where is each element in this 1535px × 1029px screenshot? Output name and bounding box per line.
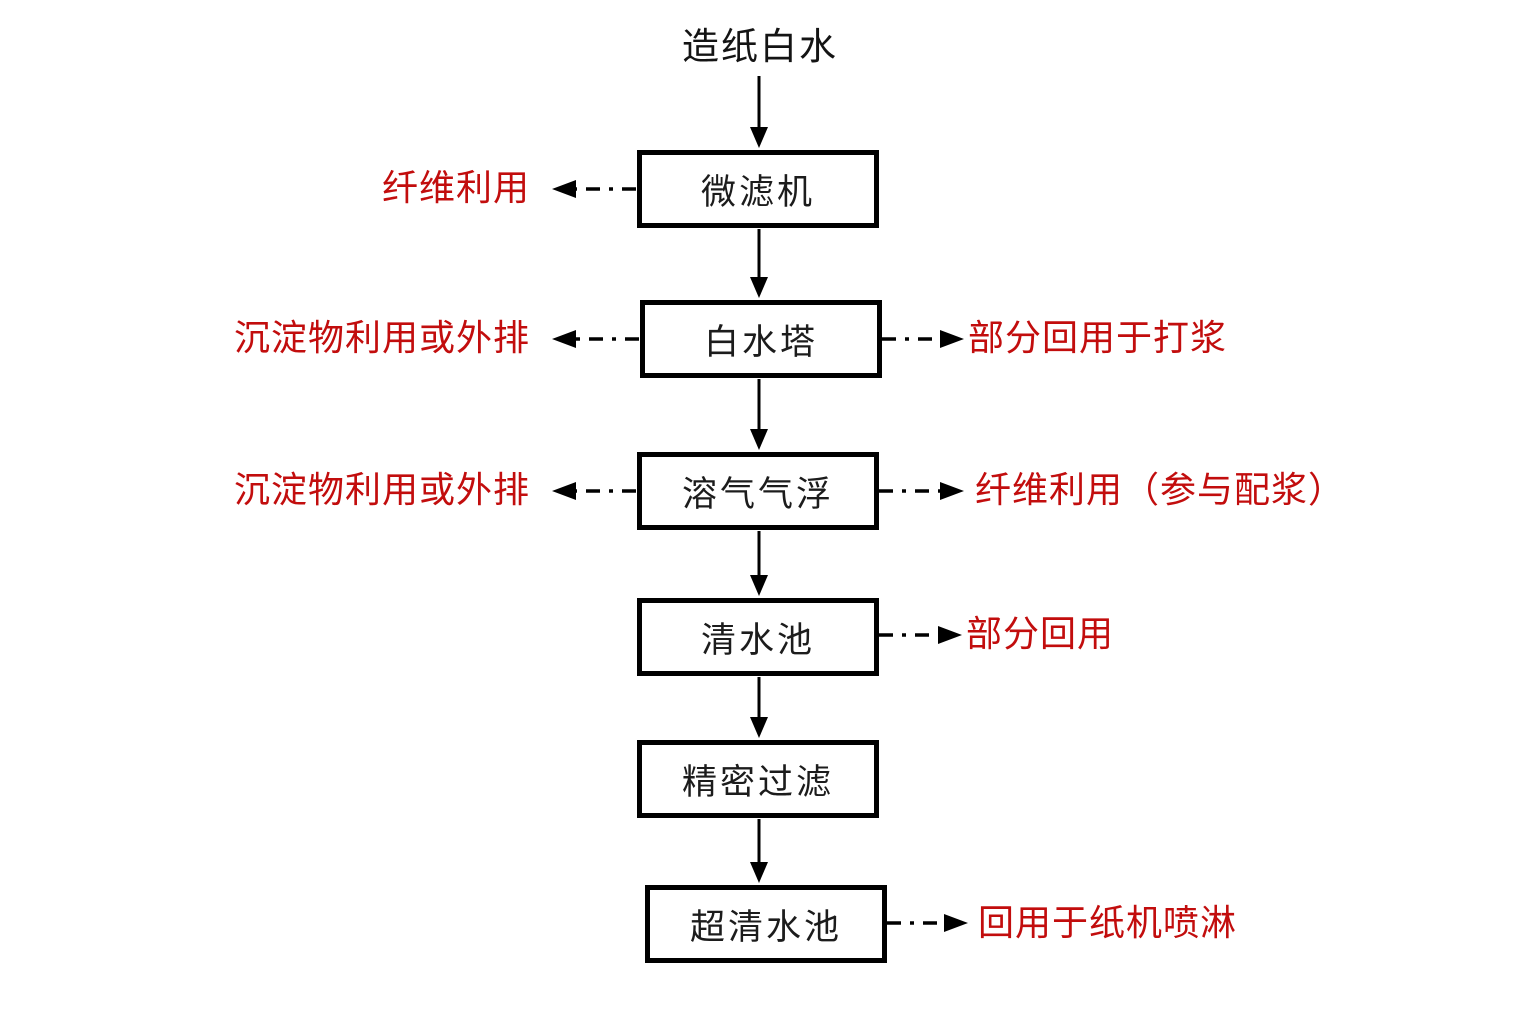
- output-label-sediment-use-or-discharge-2: 沉淀物利用或外排: [233, 470, 530, 511]
- process-box-white-water-tower: 白水塔: [640, 300, 882, 378]
- process-box-precision-filtration: 精密过滤: [637, 740, 879, 818]
- process-box-label: 精密过滤: [681, 762, 834, 803]
- process-box-label: 超清水池: [689, 907, 842, 948]
- process-box-dissolved-air-flotation: 溶气气浮: [637, 452, 879, 530]
- flow-arrow-source-to-microfilter: [750, 76, 768, 148]
- source-label: 造纸白水: [682, 25, 838, 68]
- process-box-ultra-clear-water-tank: 超清水池: [645, 885, 887, 963]
- side-arrow-ultraclear-right: [887, 914, 968, 932]
- flow-arrow-flotation-to-clearwater: [750, 531, 768, 596]
- process-box-label: 清水池: [700, 620, 815, 661]
- side-arrow-flotation-left: [552, 482, 636, 500]
- process-box-label: 溶气气浮: [681, 474, 834, 515]
- process-box-clear-water-tank: 清水池: [637, 598, 879, 676]
- process-box-label: 微滤机: [700, 172, 815, 213]
- side-arrow-microfilter-left: [552, 180, 636, 198]
- output-label-reuse-paper-machine-spray: 回用于纸机喷淋: [978, 903, 1238, 944]
- process-box-microfilter: 微滤机: [637, 150, 879, 228]
- output-label-sediment-use-or-discharge-1: 沉淀物利用或外排: [233, 318, 530, 359]
- output-label-fiber-use: 纤维利用: [381, 168, 530, 209]
- flow-arrow-microfilter-to-tower: [750, 229, 768, 298]
- side-arrow-tower-right: [882, 330, 964, 348]
- side-arrow-tower-left: [552, 330, 639, 348]
- side-arrow-clearwater-right: [879, 626, 962, 644]
- output-label-partial-reuse-for-beating: 部分回用于打浆: [968, 318, 1228, 359]
- flow-arrow-tower-to-flotation: [750, 379, 768, 450]
- output-label-partial-reuse: 部分回用: [966, 614, 1115, 655]
- process-box-label: 白水塔: [703, 322, 818, 363]
- output-label-fiber-use-pulp-blending: 纤维利用（参与配浆）: [975, 470, 1346, 511]
- side-arrow-flotation-right: [879, 482, 964, 500]
- flow-arrow-clearwater-to-filtration: [750, 677, 768, 738]
- flow-arrow-filtration-to-ultraclear: [750, 819, 768, 883]
